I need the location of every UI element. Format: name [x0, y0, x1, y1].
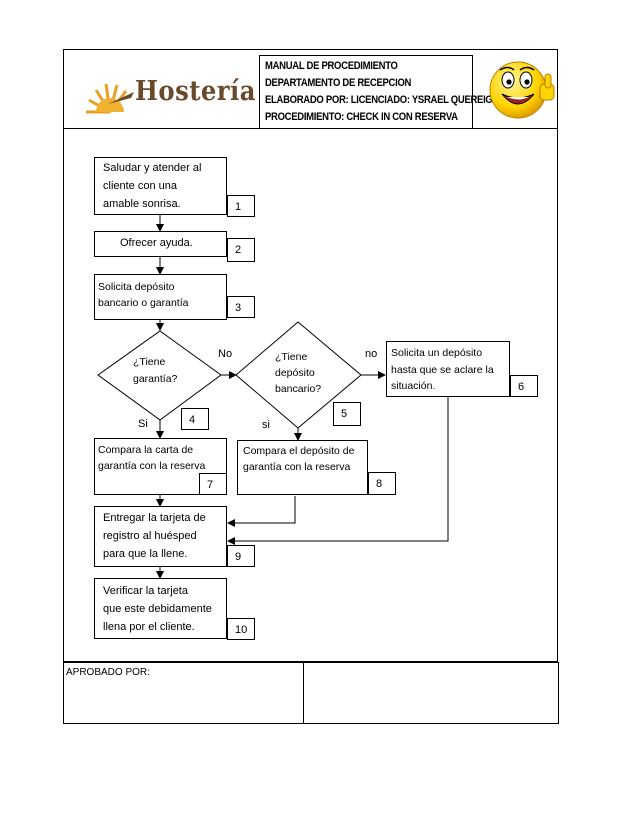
step-7-line-1: Compara la carta de	[98, 444, 194, 456]
step-10-line-3: llena por el cliente.	[103, 621, 195, 633]
decision-4-diamond	[97, 330, 222, 421]
step-8-box	[237, 440, 368, 495]
connector-6-9	[227, 397, 449, 545]
step-1-box	[94, 157, 227, 215]
step-10-line-2: que este debidamente	[103, 603, 212, 615]
decision-5-line-3: bancario?	[275, 383, 322, 395]
author-line: ELABORADO POR: LICENCIADO: YSRAEL QUEREI…	[265, 94, 506, 107]
procedure-line: PROCEDIMIENTO: CHECK IN CON RESERVA	[265, 111, 458, 124]
manual-title: MANUAL DE PROCEDIMIENTO	[265, 60, 398, 73]
document-frame	[63, 49, 558, 662]
step-6-number: 6	[510, 375, 538, 397]
step-3-line-1: Solicita depósito	[98, 281, 175, 293]
step-10-box	[94, 578, 227, 639]
step-7-line-2: garantía con la reserva	[98, 460, 206, 472]
step-6-line-2: hasta que se aclare la	[391, 364, 494, 376]
department-line: DEPARTAMENTO DE RECEPCION	[265, 77, 412, 90]
step-3-number: 3	[227, 296, 255, 318]
step-1-line-3: amable sonrisa.	[103, 198, 181, 210]
step-3-box	[94, 274, 227, 320]
step-2-box	[94, 231, 227, 257]
step-8-number: 8	[368, 472, 396, 495]
decision-5-number: 5	[333, 402, 361, 426]
sunrise-icon	[86, 83, 134, 114]
approved-by-label: APROBADO POR:	[66, 667, 150, 678]
step-10-line-1: Verificar la tarjeta	[103, 585, 188, 597]
decision-5-diamond	[235, 321, 362, 429]
step-3-line-2: bancario o garantía	[98, 297, 189, 309]
step-9-box	[94, 506, 227, 567]
footer-divider	[303, 662, 304, 724]
decision-5-line-1: ¿Tiene	[275, 351, 308, 363]
step-1-line-1: Saludar y atender al	[103, 162, 202, 174]
connector-8-9	[227, 496, 296, 527]
approval-footer	[63, 662, 559, 724]
step-7-number: 7	[199, 473, 227, 495]
step-9-line-3: para que la llene.	[103, 548, 188, 560]
decision-4-no-label: No	[218, 348, 233, 360]
decision-5-no-label: no	[365, 348, 378, 360]
decision-5-line-2: depósito	[275, 367, 315, 379]
step-6-box	[386, 341, 510, 397]
decision-5-yes-label: si	[262, 419, 270, 431]
procedure-info-box	[259, 55, 473, 129]
step-6-line-3: situación.	[391, 380, 436, 392]
decision-4-number: 4	[181, 408, 209, 430]
step-1-number: 1	[227, 195, 255, 217]
step-8-line-1: Compara el depósito de	[243, 445, 355, 457]
step-2-line-1: Ofrecer ayuda.	[120, 237, 193, 249]
decision-4-yes-label: Si	[138, 418, 148, 430]
step-1-line-2: cliente con una	[103, 180, 177, 192]
step-6-line-1: Solicita un depósito	[391, 347, 483, 359]
step-2-number: 2	[227, 238, 255, 262]
decision-4-line-1: ¿Tiene	[133, 356, 166, 368]
step-8-line-2: garantía con la reserva	[243, 461, 351, 473]
step-10-number: 10	[227, 618, 255, 640]
step-9-line-2: registro al huésped	[103, 530, 197, 542]
step-9-line-1: Entregar la tarjeta de	[103, 512, 206, 524]
step-9-number: 9	[227, 545, 255, 567]
decision-4-line-2: garantía?	[133, 373, 178, 385]
